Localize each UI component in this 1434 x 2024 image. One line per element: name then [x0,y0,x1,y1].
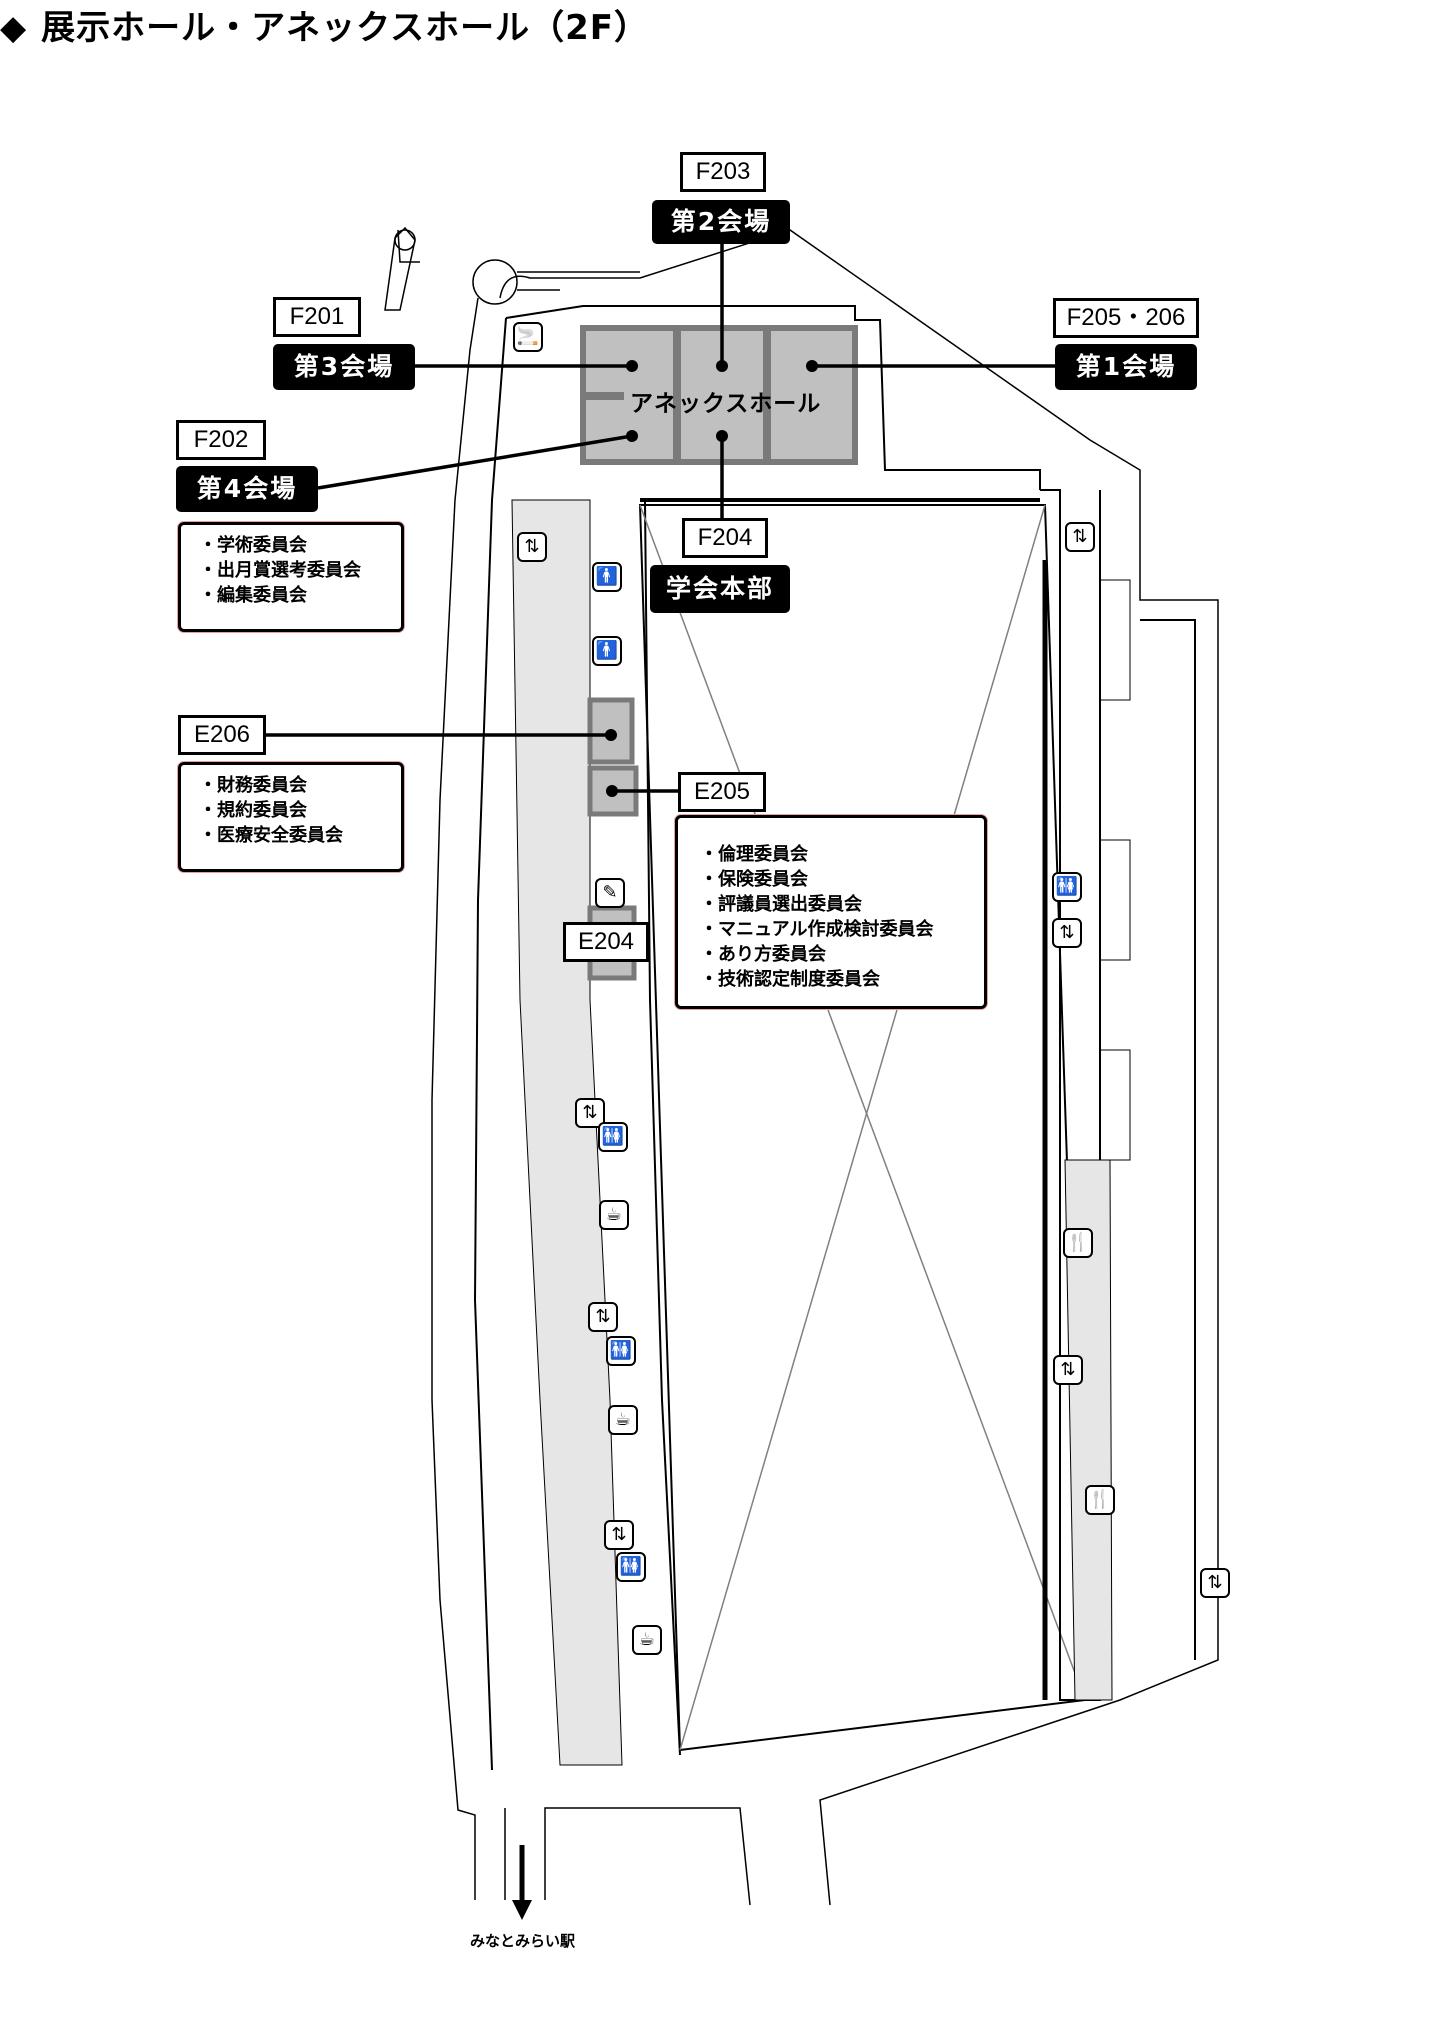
committee-item: 規約委員会 [199,798,401,823]
smoking-area-icon: 🚬 [513,322,543,352]
elevator-icon: ⇅ [1065,522,1095,552]
atrium-void [638,504,1087,1752]
room-code-f203: F203 [680,152,766,192]
committee-item: 出月賞選考委員会 [199,558,401,583]
restroom-icon: 🚻 [598,1122,628,1152]
annex-hall-label: アネックスホール [630,391,822,417]
arrow-down-icon [512,1845,532,1920]
restroom-icon: 🚻 [1052,872,1082,902]
diamond-icon: ◆ [0,8,28,48]
room-code-e205: E205 [678,772,766,812]
building-outline [397,229,1219,1906]
committee-item: 技術認定制度委員会 [700,967,984,992]
restroom-icon: 🚻 [606,1336,636,1366]
committee-item: あり方委員会 [700,942,984,967]
room-code-f202: F202 [176,420,266,460]
committee-item: 評議員選出委員会 [700,892,984,917]
restroom-icon: 🚻 [616,1552,646,1582]
cafe-icon: ☕ [632,1625,662,1655]
venue-label-1[interactable]: 第1会場 [1055,344,1197,390]
elevator-icon: ⇅ [1200,1568,1230,1598]
restroom-icon: 🚹 [592,562,622,592]
committee-box-e206: 財務委員会 規約委員会 医療安全委員会 [178,762,404,872]
left-corridor [511,499,623,1766]
page-title: ◆ 展示ホール・アネックスホール（2F） [0,0,1434,49]
cafe-icon: ☕ [608,1405,638,1435]
restaurant-icon: 🍴 [1063,1228,1093,1258]
room-code-f201: F201 [273,297,361,337]
elevator-icon: ⇅ [604,1520,634,1550]
room-code-f205-206: F205・206 [1053,298,1199,338]
stair-tower [384,226,416,311]
room-code-e206: E206 [178,715,266,755]
restroom-icon: 🚹 [592,636,622,666]
committee-item: 学術委員会 [199,533,401,558]
elevator-icon: ⇅ [588,1302,618,1332]
cafe-icon: ☕ [599,1200,629,1230]
elevator-icon: ⇅ [517,532,547,562]
committee-item: 倫理委員会 [700,842,984,867]
room-code-e204: E204 [563,922,649,962]
leader-lines [265,244,1055,793]
atm-icon: ✎ [595,878,625,908]
station-exit-label: みなとみらい駅 [470,1932,576,1950]
committee-item: 財務委員会 [199,773,401,798]
committee-box-f202: 学術委員会 出月賞選考委員会 編集委員会 [178,522,404,632]
committee-item: マニュアル作成検討委員会 [700,917,984,942]
committee-box-e205: 倫理委員会 保険委員会 評議員選出委員会 マニュアル作成検討委員会 あり方委員会… [675,815,987,1009]
room-markers [605,360,818,797]
right-wing [1040,489,1196,1701]
elevator-icon: ⇅ [1053,1355,1083,1385]
room-code-f204: F204 [682,518,768,558]
venue-label-3[interactable]: 第3会場 [273,344,415,390]
committee-item: 医療安全委員会 [199,823,401,848]
elevator-icon: ⇅ [1052,918,1082,948]
venue-label-4[interactable]: 第4会場 [176,466,318,512]
restaurant-icon: 🍴 [1085,1485,1115,1515]
committee-item: 編集委員会 [199,583,401,608]
committee-item: 保険委員会 [700,867,984,892]
page-title-text: 展示ホール・アネックスホール（2F） [41,8,650,48]
venue-label-2[interactable]: 第2会場 [652,200,790,244]
venue-label-headquarters[interactable]: 学会本部 [650,565,790,613]
